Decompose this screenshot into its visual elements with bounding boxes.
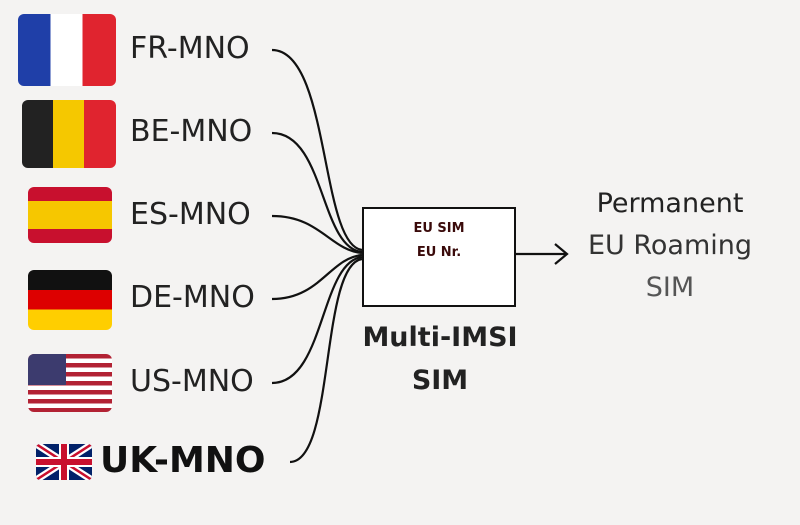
spain-flag	[28, 187, 112, 243]
source-label-us: US-MNO	[130, 364, 254, 399]
connector-fr	[271, 48, 363, 252]
connector-uk	[289, 257, 363, 464]
source-label-fr: FR-MNO	[130, 31, 250, 66]
multi-imsi-caption-line1: Multi-IMSI	[362, 322, 518, 353]
connector-es	[271, 214, 363, 255]
source-label-uk: UK-MNO	[100, 440, 266, 481]
usa-flag	[28, 354, 112, 412]
connector-be	[271, 131, 363, 254]
eu-sim-box: EU SIM EU Nr.	[362, 207, 516, 307]
source-label-de: DE-MNO	[130, 280, 255, 315]
result-line3: SIM	[645, 272, 695, 303]
france-flag	[18, 14, 116, 86]
connector-us	[271, 255, 363, 385]
source-label-be: BE-MNO	[130, 114, 253, 149]
uk-flag	[36, 444, 92, 480]
result-line1: Permanent	[596, 188, 744, 219]
multi-imsi-caption-line2: SIM	[411, 365, 469, 396]
germany-flag	[28, 270, 112, 330]
source-label-es: ES-MNO	[130, 197, 251, 232]
sim-box-line1: EU SIM	[413, 221, 465, 236]
connector-de	[271, 253, 363, 301]
sim-box-line2: EU Nr.	[416, 245, 462, 260]
result-line2: EU Roaming	[587, 230, 753, 261]
belgium-flag	[22, 100, 116, 168]
output-arrow	[514, 243, 569, 265]
